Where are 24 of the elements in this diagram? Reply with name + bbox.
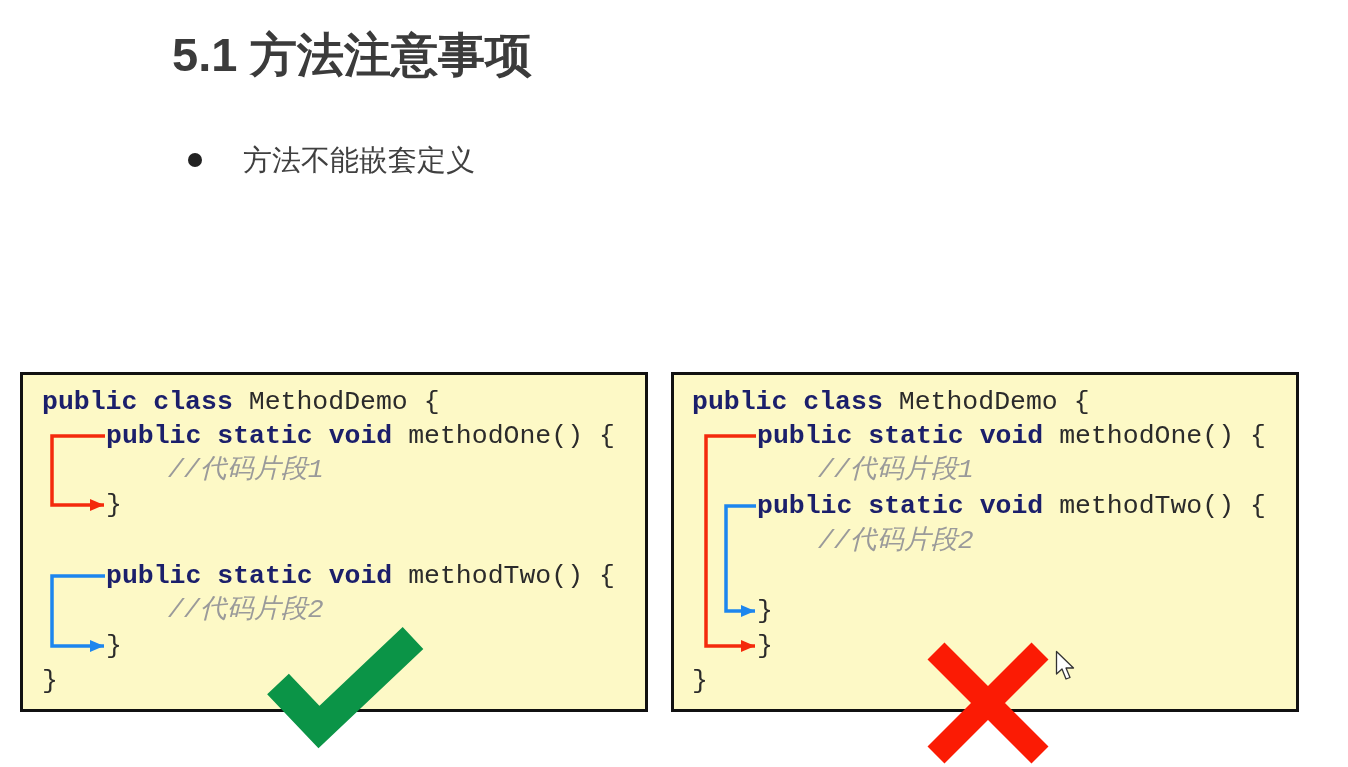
code-line: }: [106, 488, 122, 522]
code-panel: [671, 372, 1299, 712]
code-comment: //代码片段1: [818, 453, 974, 487]
code-comment: //代码片段2: [818, 524, 974, 558]
code-panel: [20, 372, 648, 712]
bullet-text: 方法不能嵌套定义: [243, 143, 475, 178]
code-line: }: [757, 594, 773, 628]
bracket-arrow: [50, 574, 105, 652]
bracket-arrow: [50, 434, 105, 511]
code-line: public class MethodDemo {: [42, 385, 440, 419]
code-line: public class MethodDemo {: [692, 385, 1090, 419]
code-line: }: [757, 629, 773, 663]
code-line: public static void methodTwo() {: [106, 559, 615, 593]
code-line: public static void methodTwo() {: [757, 489, 1266, 523]
code-line: }: [106, 629, 122, 663]
code-comment: //代码片段1: [168, 453, 324, 487]
code-line: public static void methodOne() {: [757, 419, 1266, 453]
bracket-arrow: [724, 504, 756, 617]
code-line: }: [42, 664, 58, 698]
bracket-arrow: [704, 434, 756, 652]
code-comment: //代码片段2: [168, 593, 324, 627]
code-line: public static void methodOne() {: [106, 419, 615, 453]
slide-title: 5.1 方法注意事项: [172, 27, 533, 83]
code-line: }: [692, 664, 708, 698]
